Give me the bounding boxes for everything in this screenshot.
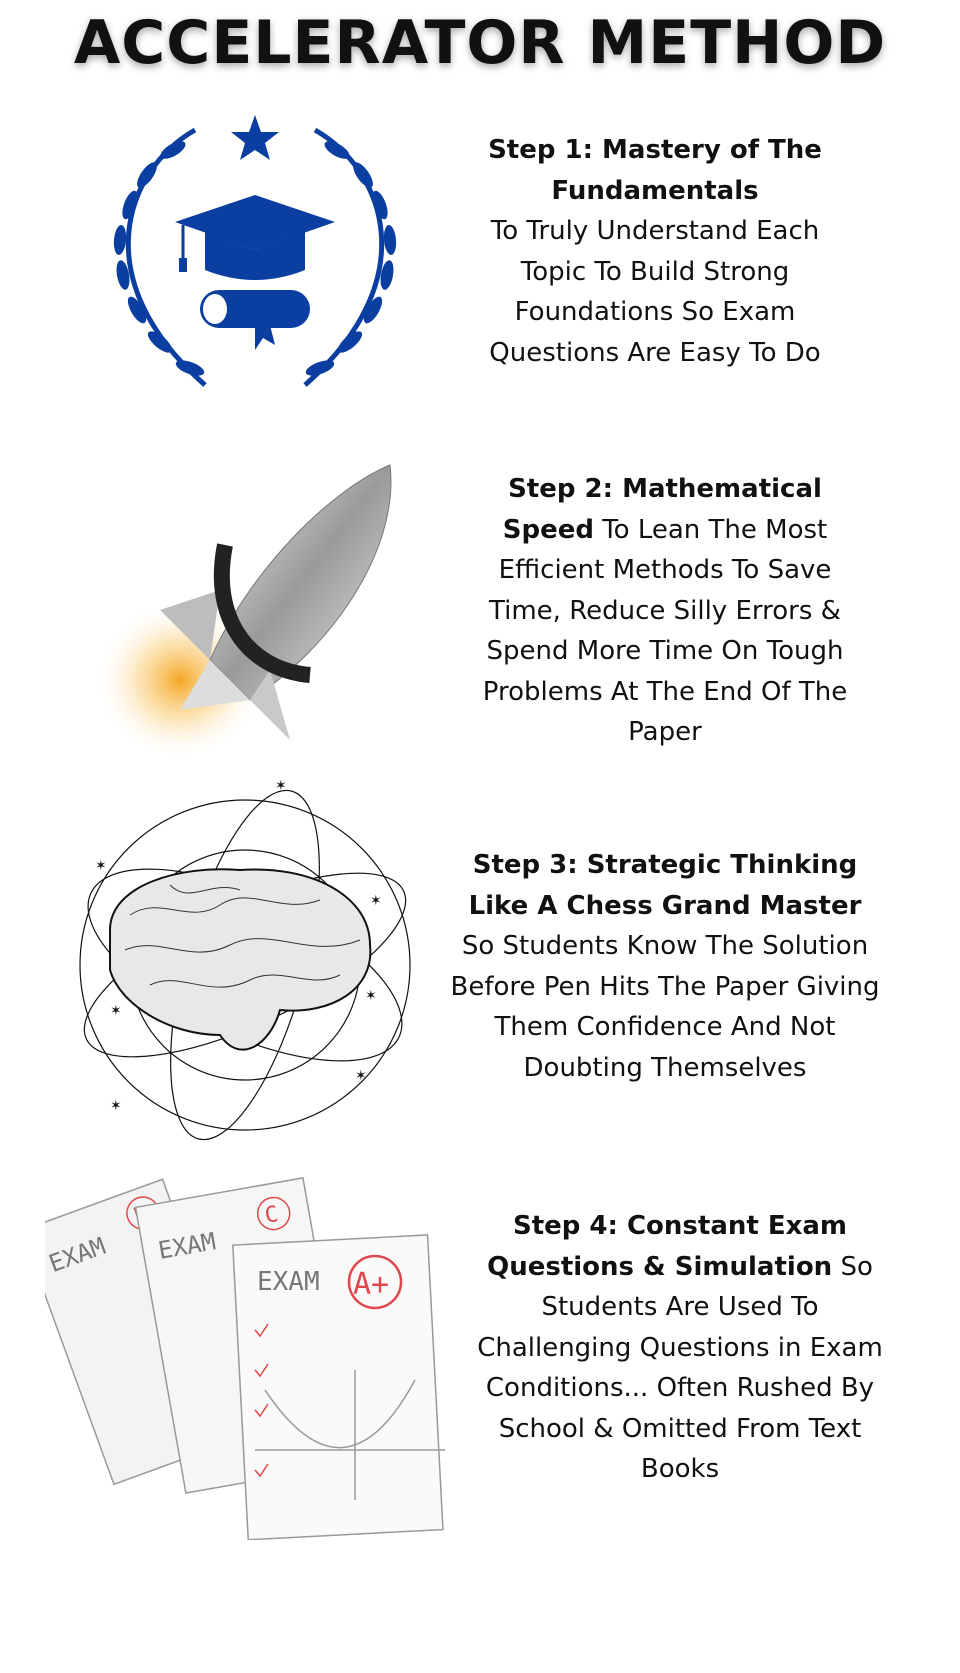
step-2-heading: Step 2: Mathematical Speed xyxy=(502,474,822,545)
svg-text:✶: ✶ xyxy=(370,893,382,909)
grade-c: C xyxy=(263,1202,280,1229)
svg-text:✶: ✶ xyxy=(275,778,287,794)
step-2: Step 2: Mathematical Speed To Lean The M… xyxy=(465,469,865,753)
step-1-heading: Step 1: Mastery of The Fundamentals xyxy=(488,135,822,206)
graduation-cap-laurel-icon xyxy=(113,115,415,400)
grade-a-plus: A+ xyxy=(353,1267,389,1302)
step-1-body: To Truly Understand Each Topic To Build … xyxy=(489,216,821,368)
step-3-heading: Step 3: Strategic Thinking Like A Chess … xyxy=(468,850,862,921)
step-4-body: So Students Are Used To Challenging Ques… xyxy=(477,1251,883,1485)
step-3-body: So Students Know The Solution Before Pen… xyxy=(450,931,880,1083)
step-4-heading: Step 4: Constant Exam Questions & Simula… xyxy=(487,1211,848,1282)
svg-text:✶: ✶ xyxy=(355,1068,367,1084)
step-1: Step 1: Mastery of The Fundamentals To T… xyxy=(455,130,855,373)
exam-papers-icon: EXAM B EXAM C EXAM A+ xyxy=(45,1177,445,1540)
exam-label-3: EXAM xyxy=(257,1267,320,1297)
step-3: Step 3: Strategic Thinking Like A Chess … xyxy=(450,845,880,1088)
step-4: Step 4: Constant Exam Questions & Simula… xyxy=(470,1206,890,1490)
svg-text:✶: ✶ xyxy=(365,988,377,1004)
svg-text:✶: ✶ xyxy=(110,1003,122,1019)
page-title: ACCELERATOR METHOD xyxy=(73,8,887,78)
rocket-icon xyxy=(100,464,392,760)
brain-orbit-icon: ✶ ✶ ✶ ✶ ✶ ✶ ✶ xyxy=(79,778,411,1141)
svg-text:✶: ✶ xyxy=(95,858,107,874)
svg-text:✶: ✶ xyxy=(110,1098,122,1114)
step-2-body: To Lean The Most Efficient Methods To Sa… xyxy=(482,514,848,748)
